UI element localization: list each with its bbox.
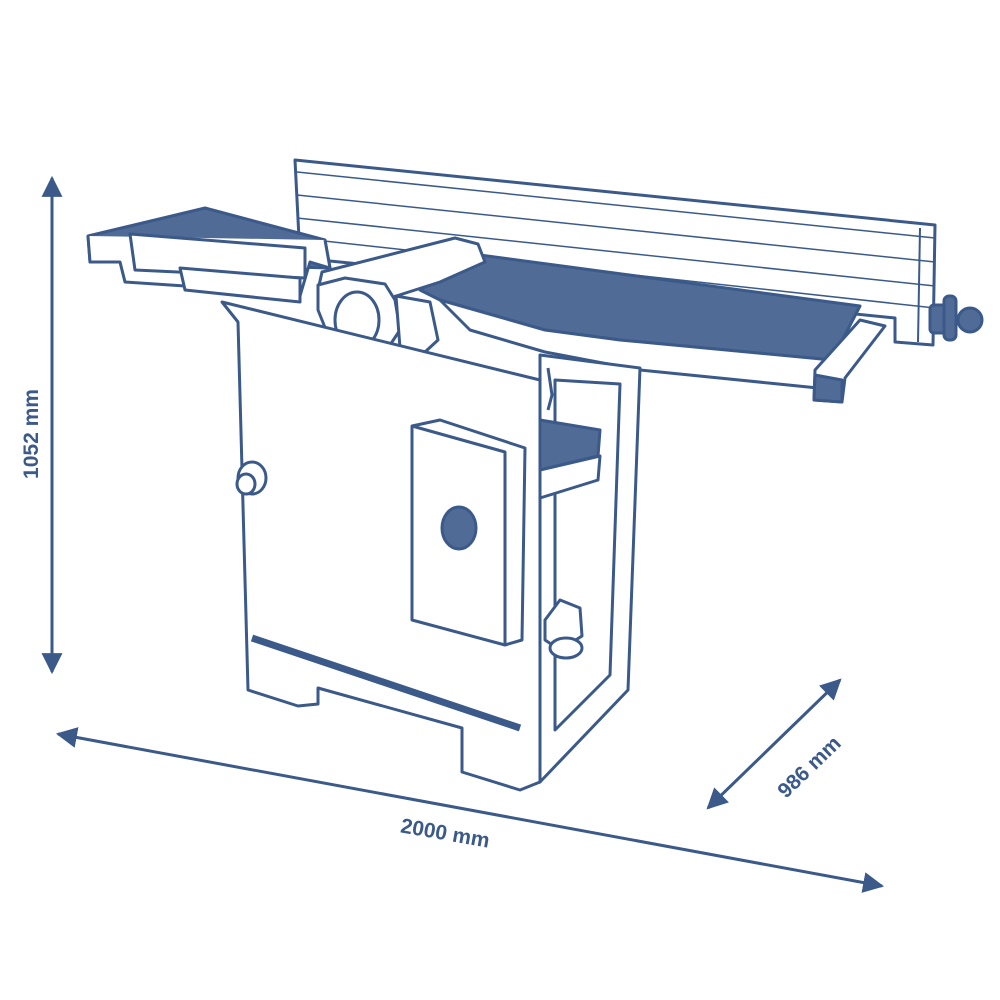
- depth-dimension-label: 986 mm: [773, 732, 845, 803]
- length-dimension-label: 2000 mm: [399, 814, 492, 852]
- outfeed-extension-bracket: [812, 318, 887, 404]
- infeed-table: [86, 206, 332, 304]
- switch-box: [410, 418, 527, 647]
- height-dimension-label: 1052 mm: [20, 389, 43, 479]
- side-frame: [538, 353, 642, 784]
- length-arrow: [55, 727, 885, 893]
- depth-arrow: [706, 678, 842, 810]
- depth-adjust-crank: [543, 367, 584, 660]
- door-knob: [235, 460, 268, 496]
- jointer-planer-machine: [86, 158, 984, 792]
- fence-lock-knob: [928, 294, 984, 342]
- dimension-arrows: [41, 175, 885, 893]
